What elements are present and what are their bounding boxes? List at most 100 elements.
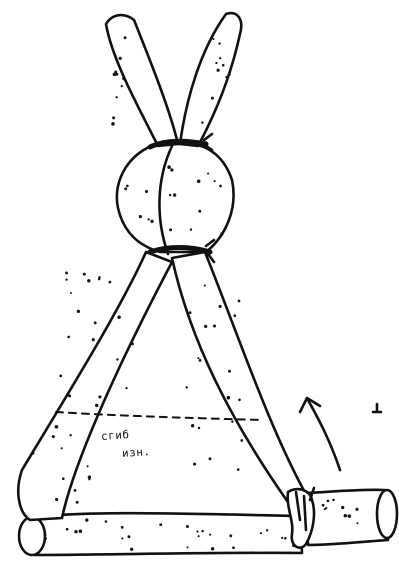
pattern-dot xyxy=(55,498,58,501)
pattern-dot xyxy=(292,544,295,547)
pattern-dot xyxy=(231,420,233,422)
pattern-dot xyxy=(77,310,80,313)
pattern-dot xyxy=(111,122,115,126)
pattern-dot xyxy=(67,336,70,339)
pattern-dot xyxy=(79,530,82,533)
pattern-dot xyxy=(219,305,222,308)
pattern-dot xyxy=(325,507,327,509)
pattern-dot xyxy=(126,185,129,188)
pattern-dot xyxy=(186,546,188,548)
pattern-dot xyxy=(105,520,108,523)
pattern-dot xyxy=(65,278,67,280)
pattern-dot xyxy=(169,194,171,196)
pattern-dot xyxy=(198,210,201,213)
pattern-dot xyxy=(198,427,200,429)
pattern-dot xyxy=(117,316,120,319)
pattern-dot xyxy=(45,538,47,540)
pattern-dot xyxy=(148,218,150,220)
bunny-head xyxy=(117,144,234,252)
pattern-dot xyxy=(170,168,173,171)
pattern-dot xyxy=(159,523,162,526)
pattern-dot xyxy=(204,325,207,328)
pattern-dot xyxy=(209,457,212,460)
pattern-dot xyxy=(199,359,202,362)
pattern-dot xyxy=(225,76,227,78)
pattern-dot xyxy=(88,478,90,480)
pattern-dot xyxy=(213,325,216,328)
pattern-dot xyxy=(198,535,200,537)
pattern-dot xyxy=(119,57,122,60)
pattern-dot xyxy=(207,172,209,174)
pattern-dot xyxy=(52,435,55,438)
pattern-dot xyxy=(66,528,69,531)
pattern-dot xyxy=(348,514,352,518)
fold-arrow xyxy=(308,400,340,470)
pattern-dot xyxy=(218,42,220,44)
pattern-dot xyxy=(112,116,115,119)
pattern-dot xyxy=(344,514,347,517)
pattern-dot xyxy=(222,64,225,67)
right-roll xyxy=(306,490,388,545)
pattern-dot xyxy=(150,220,153,223)
pattern-dot xyxy=(70,292,72,294)
pattern-dot xyxy=(219,57,221,59)
pattern-dot xyxy=(240,439,243,442)
pattern-dot xyxy=(59,375,62,378)
pattern-dot xyxy=(322,504,325,507)
pattern-dot xyxy=(98,395,101,398)
pattern-dot xyxy=(122,78,124,80)
pattern-dot xyxy=(229,534,232,537)
pattern-dot xyxy=(209,534,211,536)
left-leg xyxy=(18,252,172,520)
pattern-dot xyxy=(341,506,344,509)
pattern-dot xyxy=(228,73,230,75)
pattern-dot xyxy=(191,424,194,427)
pattern-dot xyxy=(260,532,262,534)
bottom-roll-end xyxy=(19,517,45,555)
pattern-dot xyxy=(61,447,63,449)
pattern-dot xyxy=(94,321,97,324)
pattern-dot xyxy=(74,530,77,533)
pattern-dot xyxy=(116,358,118,360)
pattern-dot xyxy=(124,36,127,39)
pattern-dot xyxy=(327,500,330,503)
pattern-dot xyxy=(65,271,68,274)
pattern-dot xyxy=(145,190,148,193)
pattern-dot xyxy=(197,180,201,184)
pattern-dot xyxy=(121,85,123,87)
pattern-dot xyxy=(131,343,134,346)
pattern-dot xyxy=(124,187,127,190)
pattern-dot xyxy=(232,546,235,549)
pattern-dot xyxy=(227,396,231,400)
pattern-dot xyxy=(197,357,199,359)
pattern-dot xyxy=(173,193,176,196)
wrong-side-label: изн. xyxy=(122,445,151,460)
pattern-dot xyxy=(355,508,358,511)
pattern-dot xyxy=(68,394,71,397)
pattern-dot xyxy=(193,463,196,466)
pattern-dot xyxy=(83,273,86,276)
pattern-dot xyxy=(281,537,283,539)
pattern-dot xyxy=(228,370,231,373)
pattern-dot xyxy=(211,97,214,100)
pattern-dot xyxy=(234,314,237,317)
pattern-dot xyxy=(76,501,79,504)
left-ear xyxy=(106,15,178,146)
pattern-dot xyxy=(204,284,206,286)
pattern-dot xyxy=(211,547,214,550)
pattern-dot xyxy=(200,349,203,352)
pattern-dot xyxy=(127,535,130,538)
pattern-dot xyxy=(238,300,241,303)
pattern-dot xyxy=(356,522,358,524)
fold-label: сгиб xyxy=(101,428,130,443)
pattern-dot xyxy=(85,518,88,521)
pattern-dot xyxy=(266,529,268,531)
pattern-dot xyxy=(332,499,335,502)
pattern-dot xyxy=(237,468,240,471)
pattern-dot xyxy=(284,537,287,540)
pattern-dot xyxy=(98,278,101,281)
pattern-dot xyxy=(196,530,198,532)
pattern-dot xyxy=(32,452,35,455)
